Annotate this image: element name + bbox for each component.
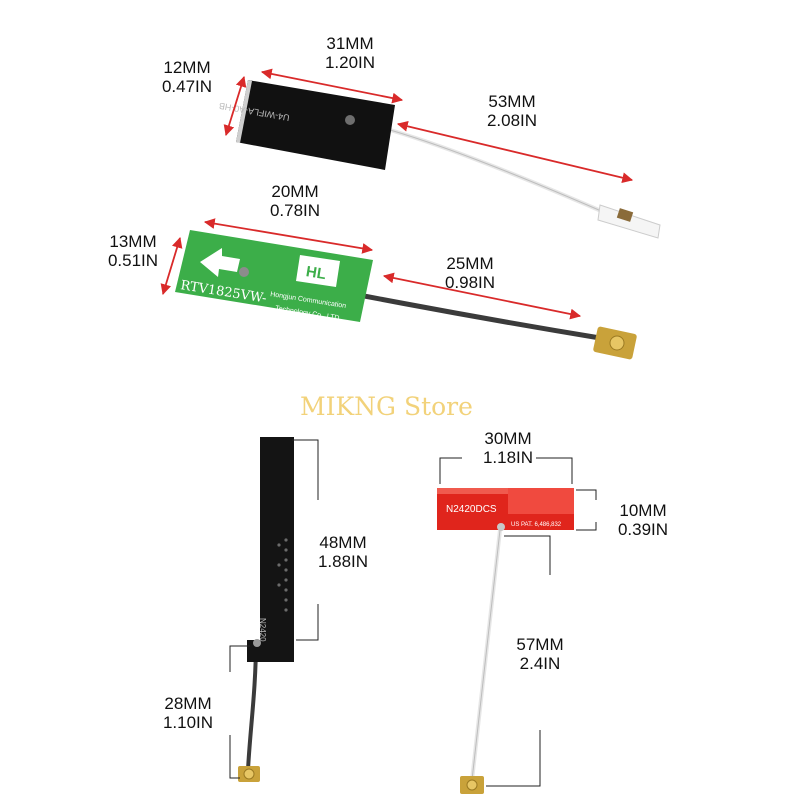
antenna-4-width-label: 30MM 1.18IN (458, 429, 558, 467)
antenna-4-height-in: 0.39IN (617, 520, 669, 539)
antenna-4-cable-bracket (504, 535, 551, 575)
antenna-3-height-mm: 48MM (319, 533, 367, 552)
antenna-2-logo: HL (305, 263, 327, 283)
antenna-1: U4-WIFLA-A0-HB (218, 68, 661, 239)
antenna-2-width-arrow (203, 218, 374, 254)
antenna-2-width-mm: 20MM (271, 182, 319, 201)
antenna-3-height-bracket (292, 439, 319, 500)
store-watermark: MIKNG Store (300, 392, 473, 421)
antenna-3-connector (238, 766, 260, 782)
antenna-4-cable-in: 2.4IN (519, 654, 561, 673)
antenna-3-pcb (260, 437, 294, 662)
antenna-4-height-mm: 10MM (619, 501, 667, 520)
antenna-1-height-in: 0.47IN (161, 77, 213, 96)
antenna-3: N2420 (229, 437, 319, 782)
antenna-1-cable-label: 53MM 2.08IN (462, 92, 562, 130)
antenna-1-height-mm: 12MM (163, 58, 211, 77)
antenna-2-height-arrow (160, 236, 183, 296)
antenna-2-width-in: 0.78IN (269, 201, 321, 220)
antenna-2-cable-label: 25MM 0.98IN (420, 254, 520, 292)
antenna-3-height-label: 48MM 1.88IN (298, 533, 388, 571)
antenna-4-cable-mm: 57MM (516, 635, 564, 654)
antenna-4-chip-label: N2420DCS (446, 504, 497, 515)
antenna-3-cable-mm: 28MM (164, 694, 212, 713)
antenna-2-cable-arrow (382, 272, 582, 320)
antenna-4-width-in: 1.18IN (482, 448, 534, 467)
antenna-2-connector (593, 326, 637, 360)
antenna-4-height-bracket (576, 489, 597, 500)
antenna-1-height-label: 12MM 0.47IN (142, 58, 232, 96)
antenna-4-connector (460, 776, 484, 794)
antenna-4-width-bracket (439, 457, 462, 484)
antenna-1-cable-mm: 53MM (488, 92, 536, 111)
antenna-2-height-label: 13MM 0.51IN (88, 232, 178, 270)
antenna-4: N2420DCS US PAT. 6,486,832 (437, 457, 597, 794)
antenna-2-cable-in: 0.98IN (444, 273, 496, 292)
antenna-1-height-arrow (223, 75, 247, 137)
antenna-2-height-in: 0.51IN (107, 251, 159, 270)
antenna-1-cable (351, 118, 641, 230)
antenna-2-width-label: 20MM 0.78IN (245, 182, 345, 220)
antenna-1-width-arrow (260, 68, 404, 104)
antenna-3-cable-bracket (229, 645, 250, 672)
antenna-2: HL RTV1825VW- D124-5G-2 Hongjun Communic… (160, 218, 637, 360)
antenna-4-height-label: 10MM 0.39IN (603, 501, 683, 539)
antenna-4-cable-label: 57MM 2.4IN (500, 635, 580, 673)
antenna-1-width-in: 1.20IN (324, 53, 376, 72)
antenna-1-cable-in: 2.08IN (486, 111, 538, 130)
antenna-3-cable-label: 28MM 1.10IN (143, 694, 233, 732)
antenna-3-height-in: 1.88IN (317, 552, 369, 571)
antenna-1-width-mm: 31MM (326, 34, 374, 53)
antenna-2-cable-mm: 25MM (446, 254, 494, 273)
antenna-4-width-mm: 30MM (484, 429, 532, 448)
antenna-3-chip-label: N2420 (258, 618, 267, 642)
antenna-1-cable-arrow (396, 121, 634, 183)
antenna-2-height-mm: 13MM (109, 232, 157, 251)
antenna-4-patent-label: US PAT. 6,486,832 (511, 522, 562, 528)
antenna-1-width-label: 31MM 1.20IN (300, 34, 400, 72)
antenna-3-cable-in: 1.10IN (162, 713, 214, 732)
